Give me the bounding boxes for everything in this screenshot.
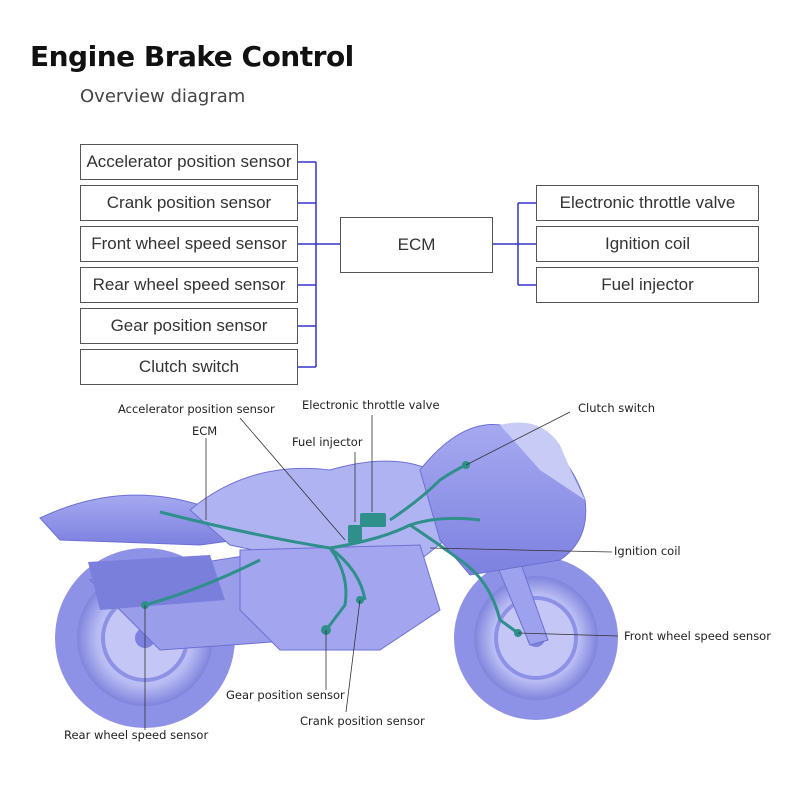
input-box-crank-position-sensor: Crank position sensor	[80, 185, 298, 221]
callout-rear-wheel-speed-sensor: Rear wheel speed sensor	[64, 728, 209, 742]
callout-electronic-throttle-valve: Electronic throttle valve	[302, 398, 440, 412]
output-box-ignition-coil: Ignition coil	[536, 226, 759, 262]
callout-crank-position-sensor: Crank position sensor	[300, 714, 425, 728]
page-subtitle: Overview diagram	[80, 86, 246, 107]
input-box-gear-position-sensor: Gear position sensor	[80, 308, 298, 344]
callout-ignition-coil: Ignition coil	[614, 544, 681, 558]
wiring-harness	[144, 463, 519, 635]
motorcycle-illustration	[39, 411, 619, 730]
output-box-fuel-injector: Fuel injector	[536, 267, 759, 303]
block-connectors	[298, 161, 536, 368]
input-box-clutch-switch: Clutch switch	[80, 349, 298, 385]
front-wheel	[454, 556, 618, 720]
output-box-electronic-throttle-valve: Electronic throttle valve	[536, 185, 759, 221]
input-box-rear-wheel-speed-sensor: Rear wheel speed sensor	[80, 267, 298, 303]
callout-front-wheel-speed-sensor: Front wheel speed sensor	[624, 629, 771, 643]
page-title: Engine Brake Control	[30, 40, 354, 73]
callout-ecm: ECM	[192, 424, 218, 438]
callout-fuel-injector: Fuel injector	[292, 435, 363, 449]
ecm-box: ECM	[340, 217, 493, 273]
callout-clutch-switch: Clutch switch	[578, 401, 656, 415]
callout-accelerator-position-sensor: Accelerator position sensor	[118, 402, 275, 416]
callout-gear-position-sensor: Gear position sensor	[226, 688, 345, 702]
input-box-front-wheel-speed-sensor: Front wheel speed sensor	[80, 226, 298, 262]
input-box-accelerator-position-sensor: Accelerator position sensor	[80, 144, 298, 180]
